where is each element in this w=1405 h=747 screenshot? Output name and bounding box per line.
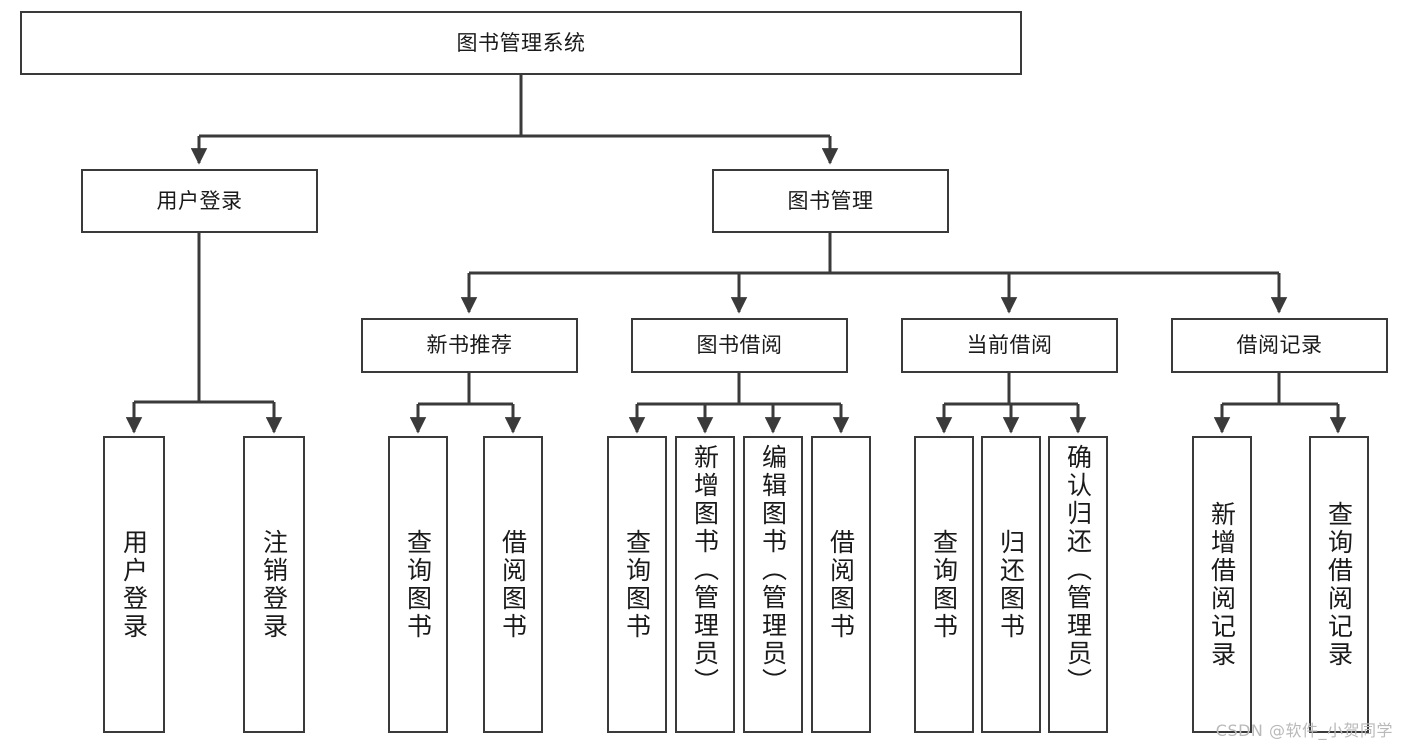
node-book-management[interactable]: 图书管理: [712, 169, 949, 233]
leaf-query-book-borrow[interactable]: 查询图书: [607, 436, 667, 733]
node-label: 新书推荐: [426, 333, 513, 358]
node-label: 查询图书: [929, 528, 959, 641]
watermark: CSDN @软件_小贺同学: [1215, 721, 1393, 740]
leaf-edit-book-admin[interactable]: 编辑图书（管理员）: [743, 436, 803, 733]
node-book-borrow[interactable]: 图书借阅: [631, 318, 848, 373]
leaf-query-borrow-record[interactable]: 查询借阅记录: [1309, 436, 1369, 733]
leaf-user-logout[interactable]: 注销登录: [243, 436, 305, 733]
node-current-borrow[interactable]: 当前借阅: [901, 318, 1118, 373]
node-label: 用户登录: [119, 528, 149, 641]
node-label: 确认归还（管理员）: [1063, 444, 1093, 696]
node-label: 查询借阅记录: [1324, 500, 1354, 669]
leaf-borrow-book-recommend[interactable]: 借阅图书: [483, 436, 543, 733]
node-label: 编辑图书（管理员）: [758, 444, 788, 696]
node-borrow-record[interactable]: 借阅记录: [1171, 318, 1388, 373]
node-label: 借阅记录: [1236, 333, 1323, 358]
leaf-query-book-current[interactable]: 查询图书: [914, 436, 974, 733]
node-label: 新增图书（管理员）: [690, 444, 720, 696]
node-user-login[interactable]: 用户登录: [81, 169, 318, 233]
node-root-system[interactable]: 图书管理系统: [20, 11, 1022, 75]
node-label: 查询图书: [622, 528, 652, 641]
leaf-query-book-recommend[interactable]: 查询图书: [388, 436, 448, 733]
node-label: 归还图书: [996, 528, 1026, 641]
node-label: 新增借阅记录: [1207, 500, 1237, 669]
leaf-return-book[interactable]: 归还图书: [981, 436, 1041, 733]
node-label: 图书管理: [787, 188, 874, 213]
node-label: 图书管理系统: [456, 30, 586, 55]
leaf-borrow-book[interactable]: 借阅图书: [811, 436, 871, 733]
node-label: 借阅图书: [498, 528, 528, 641]
node-label: 用户登录: [156, 188, 243, 213]
leaf-add-borrow-record[interactable]: 新增借阅记录: [1192, 436, 1252, 733]
node-label: 借阅图书: [826, 528, 856, 641]
node-label: 查询图书: [403, 528, 433, 641]
node-label: 图书借阅: [696, 333, 783, 358]
node-label: 注销登录: [259, 528, 289, 641]
node-new-book-recommend[interactable]: 新书推荐: [361, 318, 578, 373]
node-label: 当前借阅: [966, 333, 1053, 358]
leaf-confirm-return-admin[interactable]: 确认归还（管理员）: [1048, 436, 1108, 733]
leaf-user-login[interactable]: 用户登录: [103, 436, 165, 733]
leaf-add-book-admin[interactable]: 新增图书（管理员）: [675, 436, 735, 733]
